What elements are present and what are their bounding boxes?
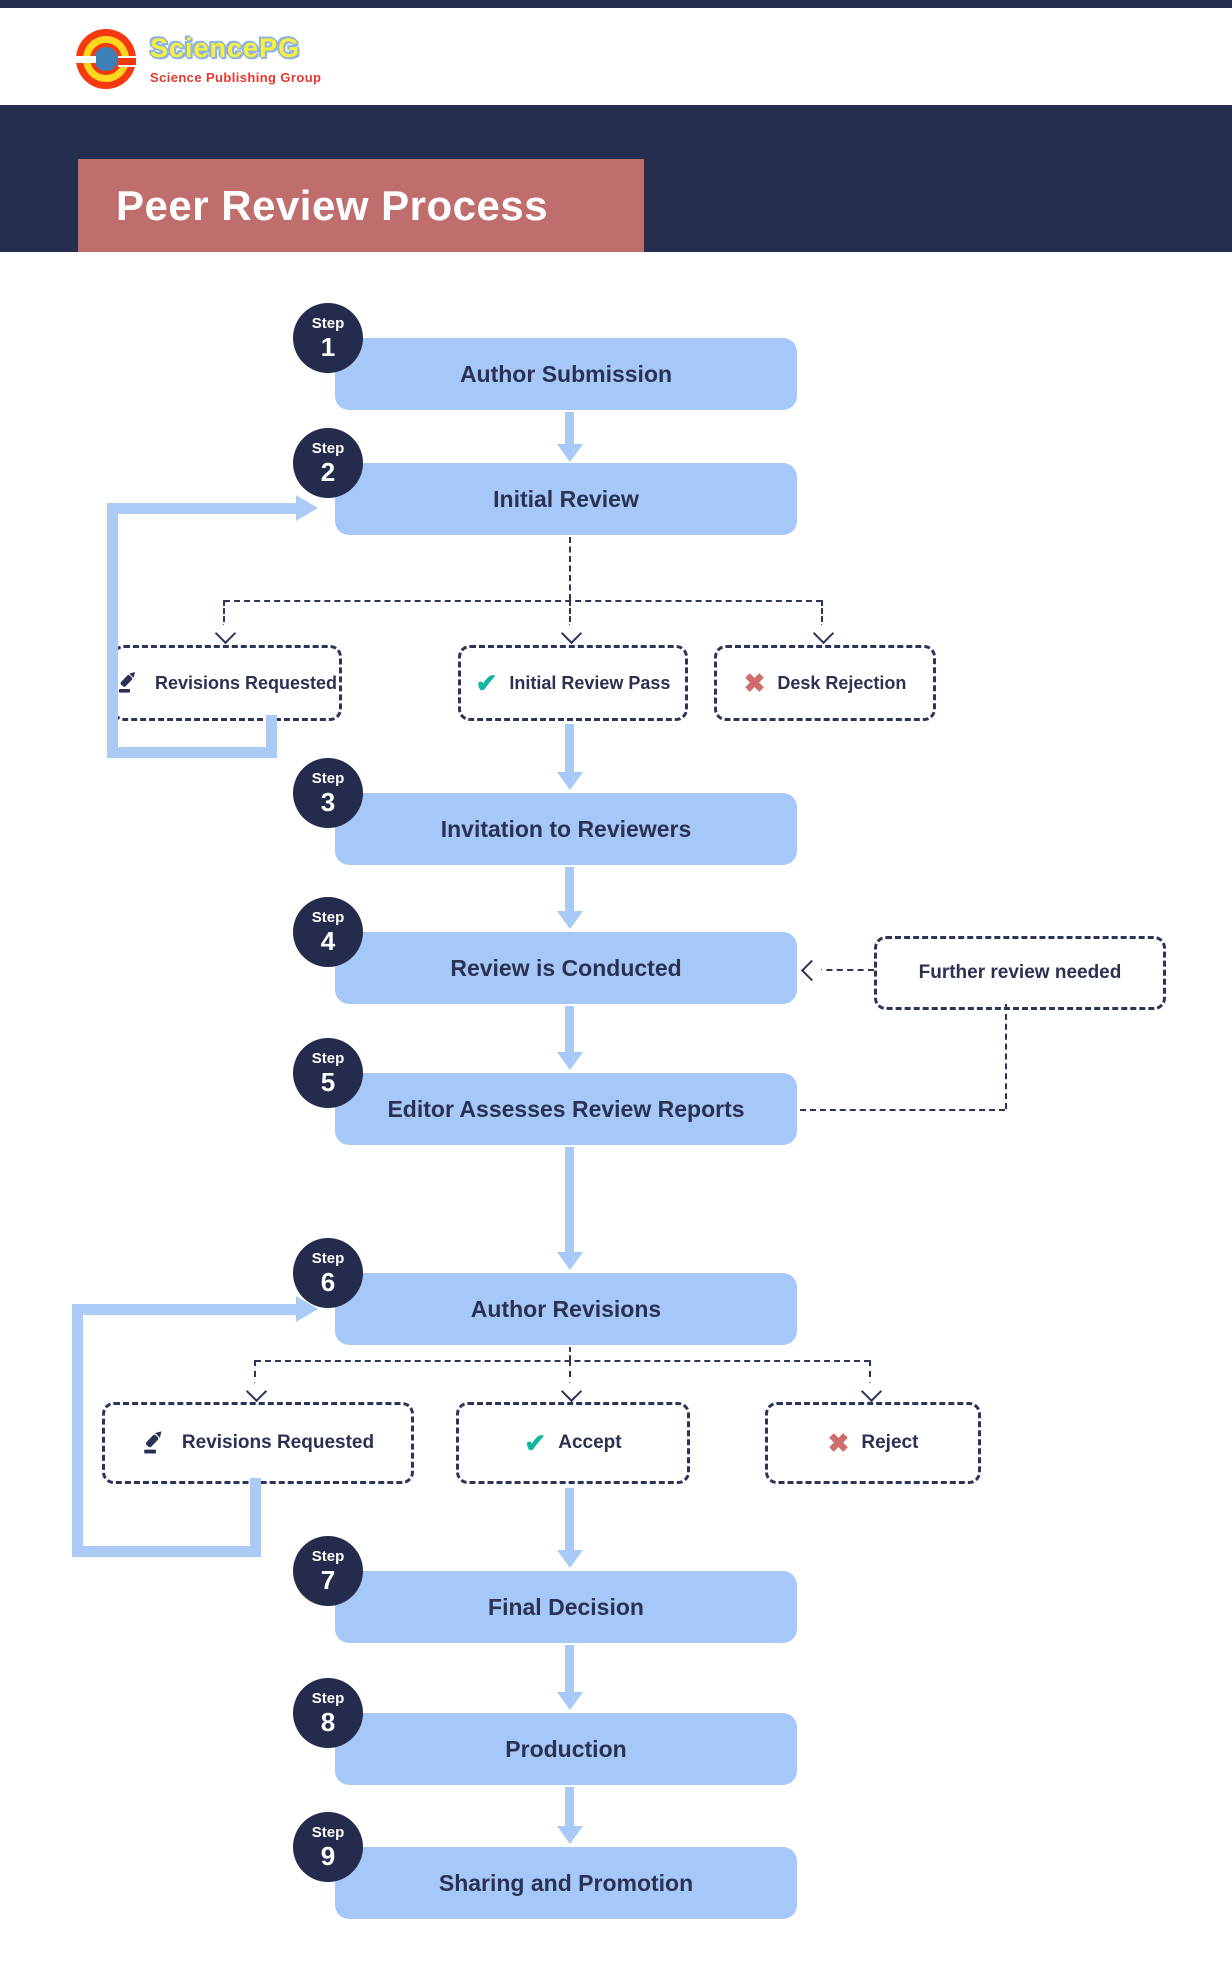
option-desk-rejection: ✖ Desk Rejection <box>714 645 936 721</box>
note-further-review-needed: Further review needed <box>874 936 1166 1010</box>
arrowhead-down-icon <box>245 1380 268 1403</box>
loop1-arrowhead-icon <box>296 495 318 521</box>
loop2-segment <box>72 1546 261 1557</box>
step-bar-editor-assesses-review-reports: Editor Assesses Review Reports <box>335 1073 797 1145</box>
branch1-drop-mid <box>569 600 571 630</box>
step-bar-sharing-and-promotion: Sharing and Promotion <box>335 1847 797 1919</box>
option-revisions-requested-1: Revisions Requested <box>112 645 342 721</box>
arrow-step3-to-step4 <box>557 867 583 929</box>
arrow-step7-to-step8 <box>557 1645 583 1710</box>
option-initial-review-pass: ✔ Initial Review Pass <box>458 645 688 721</box>
loop2-segment <box>72 1304 299 1315</box>
cross-icon: ✖ <box>743 668 766 698</box>
arrowhead-down-icon <box>560 1380 583 1403</box>
step-bar-initial-review: Initial Review <box>335 463 797 535</box>
step-bar-final-decision: Final Decision <box>335 1571 797 1643</box>
logo-name: SciencePG <box>150 33 301 63</box>
branch1-stem <box>569 537 571 600</box>
option-label: Reject <box>861 1432 919 1453</box>
option-reject: ✖ Reject <box>765 1402 981 1484</box>
arrow-step1-to-step2 <box>557 412 583 462</box>
arrowhead-down-icon <box>860 1380 883 1403</box>
loop2-segment <box>72 1304 83 1557</box>
note-return-vline <box>1005 1004 1007 1109</box>
check-icon: ✔ <box>475 668 498 698</box>
sciencepg-logo-icon <box>76 29 136 89</box>
note-return-hline <box>800 1109 1005 1111</box>
publisher-logo: SciencePG Science Publishing Group <box>76 26 396 92</box>
loop2-segment <box>250 1478 261 1556</box>
branch2-hline <box>255 1360 870 1362</box>
branch2-drop-right <box>869 1360 871 1388</box>
note-label: Further review needed <box>918 962 1122 983</box>
branch2-drop-mid <box>569 1360 571 1388</box>
arrow-step5-to-step6 <box>557 1147 583 1270</box>
loop1-segment <box>107 503 299 514</box>
pencil-icon <box>142 1427 170 1459</box>
option-label: Revisions Requested <box>154 672 338 693</box>
arrow-accept-to-step7 <box>557 1488 583 1568</box>
arrow-step4-to-step5 <box>557 1006 583 1070</box>
option-label: Initial Review Pass <box>509 672 671 693</box>
title-box: Peer Review Process <box>78 159 644 252</box>
option-revisions-requested-2: Revisions Requested <box>102 1402 414 1484</box>
arrowhead-down-icon <box>812 622 835 645</box>
loop1-segment <box>266 715 277 758</box>
step-bar-invitation-to-reviewers: Invitation to Reviewers <box>335 793 797 865</box>
check-icon: ✔ <box>524 1428 547 1458</box>
branch2-stem <box>569 1347 571 1360</box>
option-label: Revisions Requested <box>181 1432 375 1453</box>
step-bar-production: Production <box>335 1713 797 1785</box>
step-bar-author-revisions: Author Revisions <box>335 1273 797 1345</box>
loop1-segment <box>107 503 118 758</box>
arrowhead-down-icon <box>214 622 237 645</box>
option-label: Accept <box>558 1432 622 1453</box>
branch1-drop-right <box>821 600 823 630</box>
option-label: Desk Rejection <box>777 672 907 693</box>
loop1-segment <box>107 747 277 758</box>
step-bar-review-is-conducted: Review is Conducted <box>335 932 797 1004</box>
page-title: Peer Review Process <box>116 181 549 229</box>
arrow-step8-to-step9 <box>557 1787 583 1844</box>
branch2-drop-left <box>254 1360 256 1388</box>
cross-icon: ✖ <box>827 1428 850 1458</box>
pencil-icon <box>117 668 143 698</box>
branch1-drop-left <box>223 600 225 630</box>
step-bar-author-submission: Author Submission <box>335 338 797 410</box>
note-arrow-line <box>816 969 874 971</box>
branch1-hline <box>224 600 822 602</box>
logo-tagline: Science Publishing Group <box>150 70 322 85</box>
arrowhead-down-icon <box>560 622 583 645</box>
arrow-pass-to-step3 <box>557 724 583 790</box>
top-navy-strip <box>0 0 1232 8</box>
option-accept: ✔ Accept <box>456 1402 690 1484</box>
arrowhead-left-icon <box>800 959 823 982</box>
